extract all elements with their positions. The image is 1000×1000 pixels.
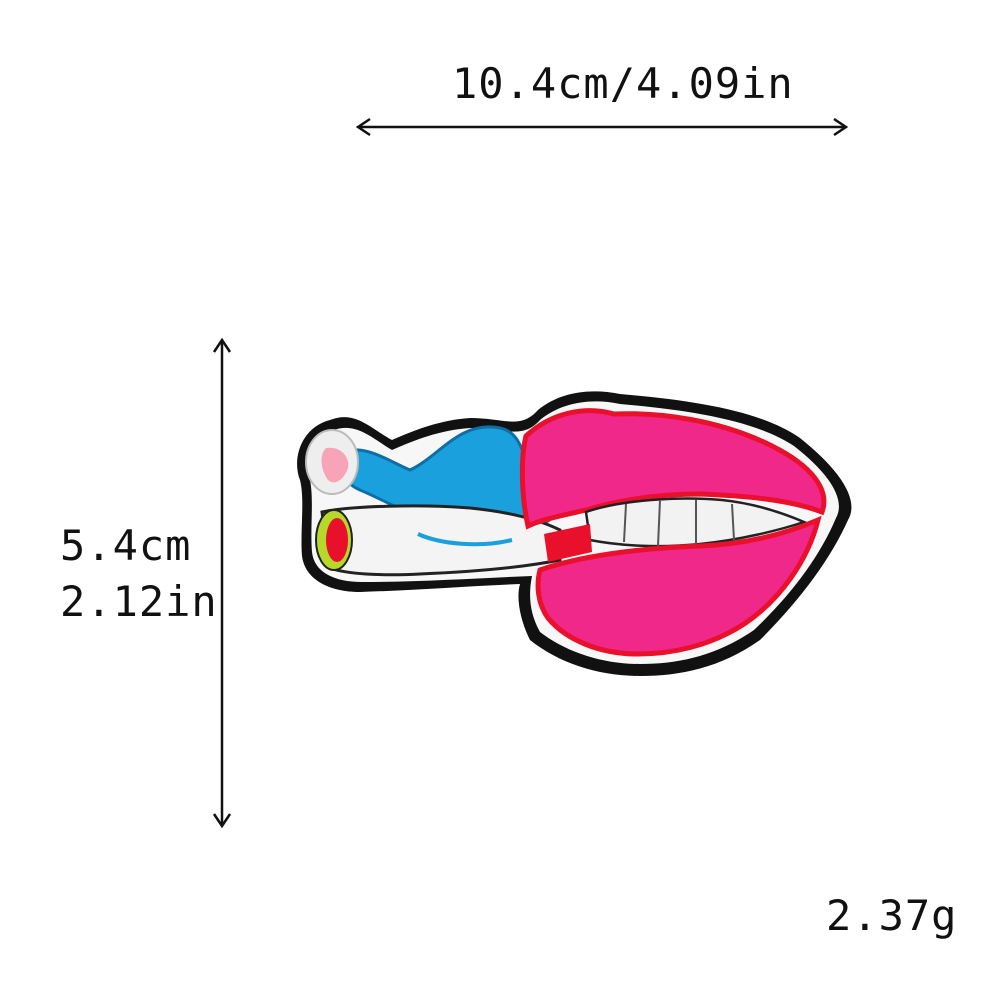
height-arrow: [212, 337, 232, 829]
mouth-interior: [544, 524, 592, 562]
upper-lip: [519, 408, 827, 530]
teeth-lines: [623, 499, 735, 547]
width-arrow: [355, 117, 849, 137]
height-in-label: 2.12in: [60, 577, 218, 626]
ember-core: [326, 518, 348, 562]
width-dimension-label: 10.4cm/4.09in: [452, 59, 794, 108]
smoke-pink-wisp: [321, 447, 349, 483]
lower-lip: [535, 515, 822, 657]
height-cm-label: 5.4cm: [60, 521, 192, 570]
cigarette-blue-stripe: [417, 532, 513, 547]
lips-cigarette-patch: [297, 391, 852, 676]
weight-label: 2.37g: [826, 891, 958, 940]
